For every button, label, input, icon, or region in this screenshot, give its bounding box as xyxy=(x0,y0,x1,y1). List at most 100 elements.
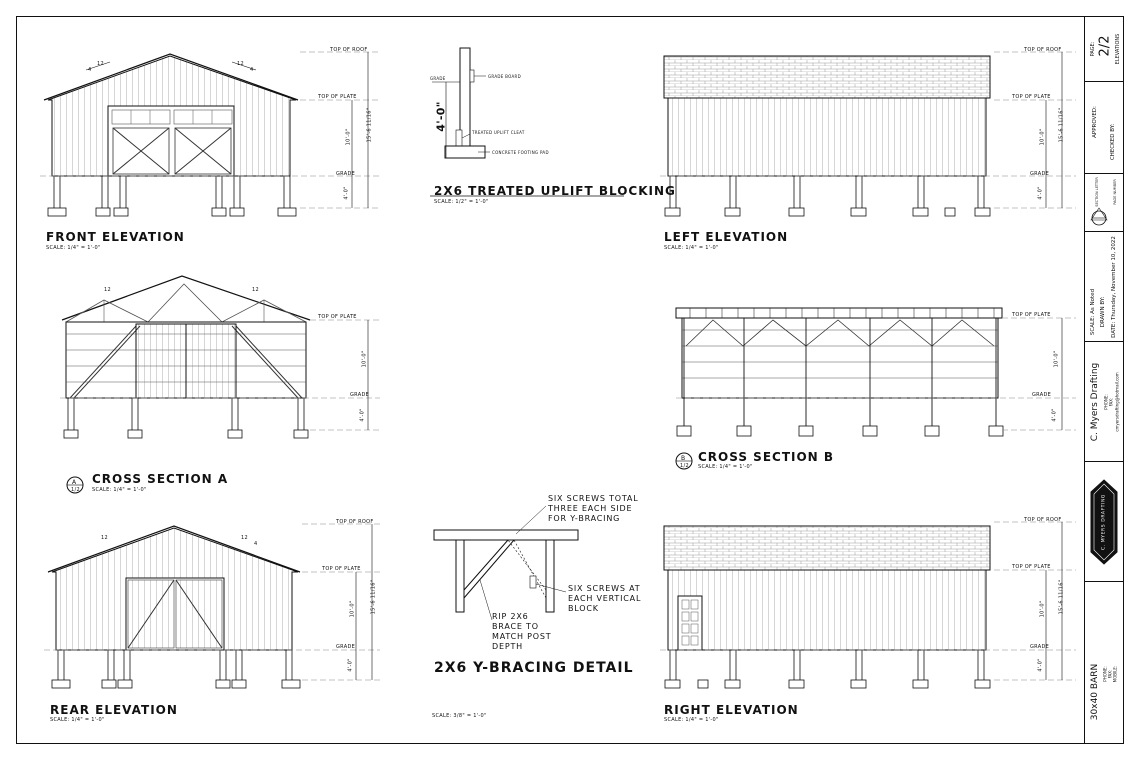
y-bracing-note-rip-brace: RIP 2X6 BRACE TO MATCH POST DEPTH xyxy=(492,612,552,651)
front-pitch-run-left: 12 xyxy=(97,61,104,67)
section-a-tag-letter: A xyxy=(72,479,77,486)
tb-project-mobile: MOBILE: xyxy=(1112,665,1118,683)
right-below-dim: 4'-0" xyxy=(1037,658,1044,672)
tb-info-cell: SCALE: As Noted DRAWN BY: DATE: Thursday… xyxy=(1085,232,1123,342)
section-a-tag-page: 1/2 xyxy=(71,487,80,493)
y-bracing-detail-drawing xyxy=(433,505,579,621)
rear-pitch-run-right: 12 xyxy=(241,535,248,541)
rear-top-of-plate-label: TOP OF PLATE xyxy=(322,566,361,572)
seca-pitch-run-right: 12 xyxy=(252,287,259,293)
y-bracing-scale: SCALE: 3/8" = 1'-0" xyxy=(432,713,487,719)
tb-page-label: PAGE: xyxy=(1090,41,1096,57)
front-pitch-rise-right: 4 xyxy=(250,67,254,73)
seca-top-of-plate-label: TOP OF PLATE xyxy=(318,314,357,320)
front-top-of-roof-label: TOP OF ROOF xyxy=(330,47,368,53)
front-elevation-scale: SCALE: 1/4" = 1'-0" xyxy=(46,245,101,251)
tb-project-name: 30x40 BARN xyxy=(1090,663,1100,721)
uplift-cleat-label: TREATED UPLIFT CLEAT xyxy=(472,130,525,135)
rear-overall-dim: 15'-6 11/16" xyxy=(370,579,377,615)
right-wall-dim: 10'-0" xyxy=(1039,600,1046,618)
uplift-grade-label: GRADE xyxy=(430,76,446,81)
right-top-of-plate-label: TOP OF PLATE xyxy=(1012,564,1051,570)
rear-pitch-rise-right: 4 xyxy=(254,541,258,547)
tb-company-fax: FAX: xyxy=(1108,397,1114,407)
tb-company-name: C. Myers Drafting xyxy=(1090,362,1100,442)
secb-below-dim: 4'-0" xyxy=(1051,408,1058,422)
drawing-sheet xyxy=(16,16,1124,744)
uplift-blocking-drawing xyxy=(430,47,624,197)
right-elevation-drawing xyxy=(660,521,1076,689)
tb-project-cell: 30x40 BARN PHONE: FAX: MOBILE: xyxy=(1085,582,1123,742)
section-b-tag-letter: B xyxy=(681,455,686,462)
seca-below-dim: 4'-0" xyxy=(359,408,366,422)
secb-wall-dim: 10'-0" xyxy=(1053,350,1060,368)
rear-elevation-title: REAR ELEVATION xyxy=(50,703,178,717)
section-legend-icon xyxy=(1090,207,1108,226)
left-overall-dim: 15'-6 11/16" xyxy=(1058,107,1065,143)
seca-grade-label: GRADE xyxy=(350,392,370,398)
uplift-blocking-scale: SCALE: 1/2" = 1'-0" xyxy=(434,199,489,205)
right-elevation-scale: SCALE: 1/4" = 1'-0" xyxy=(664,717,719,723)
front-top-of-plate-label: TOP OF PLATE xyxy=(318,94,357,100)
uplift-grade-board-label: GRADE BOARD xyxy=(488,74,521,79)
tb-sheet-name: ELEVATIONS xyxy=(1115,33,1121,65)
section-b-tag-page: 1/2 xyxy=(680,463,689,469)
rear-elevation-drawing xyxy=(44,523,380,689)
uplift-pad-label: CONCRETE FOOTING PAD xyxy=(492,150,549,155)
cross-section-a-drawing xyxy=(60,275,380,494)
tb-approved: APPROVED: xyxy=(1092,106,1098,138)
seca-wall-dim: 10'-0" xyxy=(361,350,368,368)
secb-grade-label: GRADE xyxy=(1032,392,1052,398)
tb-page-number: 2/2 xyxy=(1097,35,1113,57)
left-elevation-scale: SCALE: 1/4" = 1'-0" xyxy=(664,245,719,251)
tb-scale: SCALE: As Noted xyxy=(1090,288,1096,336)
tb-logo-text: C. MYERS DRAFTING xyxy=(1101,493,1107,551)
cross-section-a-title: CROSS SECTION A xyxy=(92,472,229,486)
front-pitch-run-right: 12 xyxy=(237,61,244,67)
left-elevation-drawing xyxy=(660,51,1076,217)
uplift-height-dim: 4'-0" xyxy=(434,101,448,132)
cross-section-b-scale: SCALE: 1/4" = 1'-0" xyxy=(698,464,753,470)
rear-wall-dim: 10'-0" xyxy=(349,600,356,618)
front-elevation-title: FRONT ELEVATION xyxy=(46,230,185,244)
tb-checked: CHECKED BY: xyxy=(1110,123,1116,161)
tb-legend-page-number: PAGE NUMBER xyxy=(1113,179,1117,205)
tb-legend-section-letter: SECTION LETTER xyxy=(1095,177,1099,207)
rear-elevation-scale: SCALE: 1/4" = 1'-0" xyxy=(50,717,105,723)
left-grade-label: GRADE xyxy=(1030,171,1050,177)
left-elevation-title: LEFT ELEVATION xyxy=(664,230,789,244)
front-overall-dim: 15'-6 11/16" xyxy=(366,107,373,143)
secb-top-of-plate-label: TOP OF PLATE xyxy=(1012,312,1051,318)
rear-top-of-roof-label: TOP OF ROOF xyxy=(336,519,374,525)
front-below-dim: 4'-0" xyxy=(343,186,350,200)
y-bracing-title: 2X6 Y-BRACING DETAIL xyxy=(434,660,634,676)
right-grade-label: GRADE xyxy=(1030,644,1050,650)
tb-company-email: cmyersdrafting@hotmail.com xyxy=(1114,372,1120,432)
right-elevation-title: RIGHT ELEVATION xyxy=(664,703,799,717)
tb-drawn-by: DRAWN BY: xyxy=(1100,296,1106,328)
tb-page-cell: PAGE: 2/2 ELEVATIONS xyxy=(1085,16,1123,82)
cross-section-a-scale: SCALE: 1/4" = 1'-0" xyxy=(92,487,147,493)
company-logo xyxy=(1090,479,1118,565)
uplift-blocking-title: 2X6 TREATED UPLIFT BLOCKING xyxy=(434,184,676,198)
left-below-dim: 4'-0" xyxy=(1037,186,1044,200)
cross-section-b-title: CROSS SECTION B xyxy=(698,450,835,464)
y-bracing-note-vertical-block: SIX SCREWS AT EACH VERTICAL BLOCK xyxy=(568,584,642,613)
rear-below-dim: 4'-0" xyxy=(347,658,354,672)
tb-date: DATE: Thursday, November 10, 2022 xyxy=(1111,236,1117,338)
tb-legend-cell: SECTION LETTER PAGE NUMBER xyxy=(1085,174,1123,232)
left-top-of-roof-label: TOP OF ROOF xyxy=(1024,47,1062,53)
rear-pitch-run-left: 12 xyxy=(101,535,108,541)
left-top-of-plate-label: TOP OF PLATE xyxy=(1012,94,1051,100)
title-block: PAGE: 2/2 ELEVATIONS APPROVED: CHECKED B… xyxy=(1084,16,1124,744)
right-overall-dim: 15'-6 11/16" xyxy=(1058,579,1065,615)
tb-approval-cell: APPROVED: CHECKED BY: xyxy=(1085,82,1123,174)
right-top-of-roof-label: TOP OF ROOF xyxy=(1024,517,1062,523)
seca-pitch-run-left: 12 xyxy=(104,287,111,293)
left-wall-dim: 10'-0" xyxy=(1039,128,1046,146)
cross-section-b-drawing xyxy=(675,307,1076,470)
tb-logo-cell: C. MYERS DRAFTING xyxy=(1085,462,1123,582)
front-pitch-rise-left: 4 xyxy=(88,67,92,73)
y-bracing-note-screws-total: SIX SCREWS TOTAL THREE EACH SIDE FOR Y-B… xyxy=(548,494,639,523)
